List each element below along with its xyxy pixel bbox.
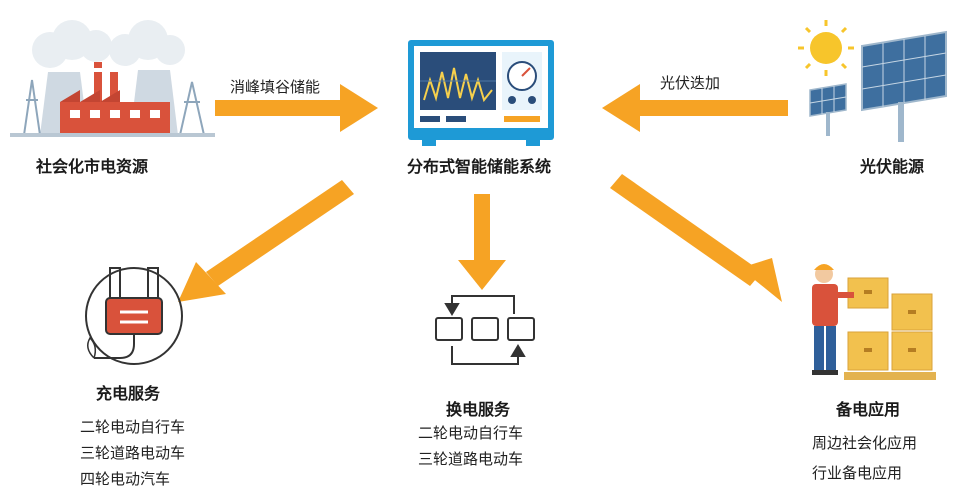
backup-item: 行业备电应用 [812, 464, 903, 482]
arrow-grid-to-storage [215, 84, 378, 132]
backup-items: 周边社会化应用 行业备电应用 [812, 428, 917, 488]
charging-items: 二轮电动自行车 三轮道路电动车 四轮电动汽车 [80, 414, 185, 492]
arrow-storage-to-swapping [458, 194, 506, 290]
arrow-label-pv-overlay: 光伏迭加 [660, 74, 721, 92]
swapping-item: 三轮道路电动车 [418, 450, 524, 468]
node-label-grid: 社会化市电资源 [36, 157, 149, 176]
backup-item: 周边社会化应用 [812, 434, 918, 452]
charging-plug-icon [85, 267, 183, 365]
arrow-solar-to-storage [602, 84, 788, 132]
charging-item: 二轮电动自行车 [80, 418, 186, 436]
factory-icon [10, 20, 215, 137]
node-label-swapping: 换电服务 [446, 400, 511, 419]
warehouse-worker-icon [812, 264, 936, 380]
arrow-label-peak-shaving: 消峰填谷储能 [230, 78, 321, 96]
battery-swap-icon [435, 295, 535, 365]
charging-item: 三轮道路电动车 [80, 444, 186, 462]
node-label-backup: 备电应用 [836, 400, 901, 419]
node-label-charging: 充电服务 [96, 384, 161, 403]
charging-item: 四轮电动汽车 [80, 470, 171, 488]
arrow-storage-to-charging [178, 180, 354, 302]
node-label-solar: 光伏能源 [860, 157, 925, 176]
arrow-storage-to-backup [610, 174, 782, 302]
solar-panel-icon [798, 20, 947, 142]
energy-storage-device-icon [408, 40, 554, 146]
swapping-item: 二轮电动自行车 [418, 424, 524, 442]
swapping-items: 二轮电动自行车 三轮道路电动车 [418, 420, 523, 472]
node-label-storage: 分布式智能储能系统 [407, 157, 552, 176]
